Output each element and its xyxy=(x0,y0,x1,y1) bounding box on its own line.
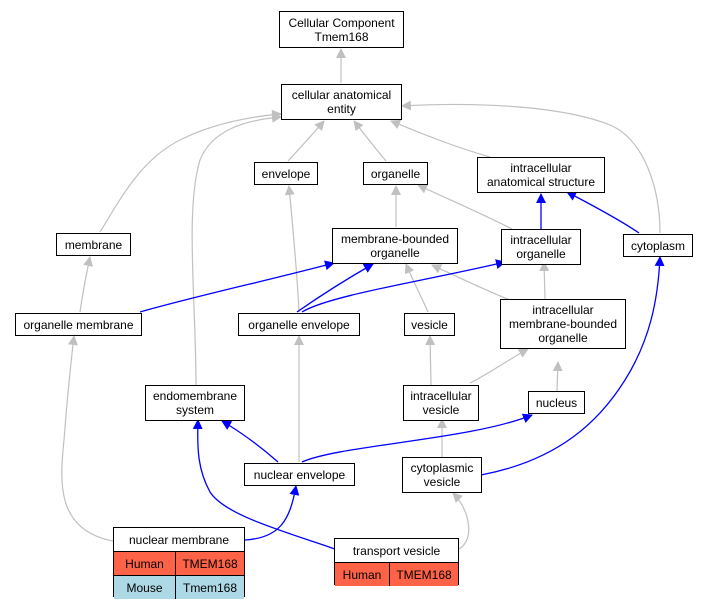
node-label-line: nuclear envelope xyxy=(253,467,346,482)
edge-envelope-to-cae xyxy=(287,120,325,162)
node-membrane-bounded-organelle[interactable]: membrane-bounded organelle xyxy=(332,228,458,264)
node-intracellular-membrane-bounded-organelle[interactable]: intracellular membrane-bounded organelle xyxy=(500,299,626,349)
node-intracellular-vesicle[interactable]: intracellular vesicle xyxy=(403,385,479,421)
node-label-line: system xyxy=(175,403,214,417)
table-row-human: Human TMEM168 xyxy=(335,563,458,586)
node-label-line: nucleus xyxy=(535,395,578,410)
node-cellular-anatomical-entity[interactable]: cellular anatomical entity xyxy=(281,84,402,120)
node-label-line: cytoplasmic xyxy=(410,461,474,475)
edge-io-to-organelle xyxy=(417,184,513,230)
edge-imbo-to-mbo xyxy=(431,264,511,301)
node-nuclear-envelope[interactable]: nuclear envelope xyxy=(244,463,355,486)
node-label-line: organelle xyxy=(538,331,588,345)
species-cell: Human xyxy=(125,556,164,571)
node-label-line: organelle xyxy=(370,166,421,181)
node-label-line: vesicle xyxy=(422,403,460,417)
node-cytoplasm[interactable]: cytoplasm xyxy=(623,234,693,257)
species-cell: Mouse xyxy=(126,580,163,595)
edge-ne-to-endo xyxy=(221,420,279,463)
node-vesicle[interactable]: vesicle xyxy=(404,313,455,336)
edge-iv-to-imbo xyxy=(469,348,529,384)
node-label-line: vesicle xyxy=(423,475,461,489)
node-label-line: anatomical structure xyxy=(486,175,596,189)
node-nucleus[interactable]: nucleus xyxy=(528,391,585,414)
node-label-line: intracellular xyxy=(510,161,572,175)
gene-cell: TMEM168 xyxy=(175,552,244,575)
node-organelle[interactable]: organelle xyxy=(363,162,428,185)
gene-cell: Tmem168 xyxy=(175,576,244,599)
edge-nucleus-to-imbo xyxy=(552,361,563,392)
node-label-line: vesicle xyxy=(411,317,448,332)
node-label-line: endomembrane xyxy=(152,389,238,403)
node-label-line: cellular anatomical xyxy=(291,88,392,102)
node-label-line: cytoplasm xyxy=(630,238,686,253)
node-label-line: intracellular xyxy=(510,233,572,247)
node-label-line: organelle envelope xyxy=(248,317,350,332)
node-label-line: membrane xyxy=(64,237,123,252)
node-cytoplasmic-vesicle[interactable]: cytoplasmic vesicle xyxy=(402,457,482,493)
edge-oe-to-io xyxy=(301,259,506,313)
edge-ias-to-cae xyxy=(390,119,491,158)
node-label-line: Tmem168 xyxy=(314,29,369,44)
node-label-line: organelle xyxy=(516,247,566,261)
node-membrane[interactable]: membrane xyxy=(56,233,131,256)
edge-cytoplasm-to-cae xyxy=(401,100,661,234)
table-transport-vesicle[interactable]: transport vesicle Human TMEM168 xyxy=(334,538,459,586)
table-title: transport vesicle xyxy=(335,539,458,563)
node-label-line: Cellular Component xyxy=(288,15,395,30)
table-row-mouse: Mouse Tmem168 xyxy=(114,576,244,599)
edge-endo-to-cae xyxy=(191,112,282,386)
edge-tv-to-cv xyxy=(452,492,470,550)
node-label-line: entity xyxy=(327,102,356,116)
node-intracellular-organelle[interactable]: intracellular organelle xyxy=(501,229,581,265)
node-envelope[interactable]: envelope xyxy=(254,162,318,185)
node-label-line: membrane-bounded xyxy=(340,232,450,246)
node-cellular-component-tmem168[interactable]: Cellular Component Tmem168 xyxy=(279,11,404,48)
edge-cytoplasm-to-ias xyxy=(566,191,640,234)
node-label-line: organelle xyxy=(370,246,420,260)
edge-imbo-to-io xyxy=(539,261,550,300)
edge-cv-to-cytoplasm xyxy=(480,256,665,476)
edge-iv-to-vesicle xyxy=(425,335,436,386)
edge-oe-to-envelope xyxy=(284,185,300,313)
node-label-line: envelope xyxy=(261,166,311,181)
edge-om-to-membrane xyxy=(79,256,93,313)
node-label-line: organelle membrane xyxy=(23,317,134,332)
edge-ne-to-nucleus xyxy=(301,413,533,463)
node-intracellular-anatomical-structure[interactable]: intracellular anatomical structure xyxy=(477,157,605,193)
edge-nm-to-ne xyxy=(244,485,300,541)
node-organelle-membrane[interactable]: organelle membrane xyxy=(15,313,142,336)
node-label-line: membrane-bounded xyxy=(508,317,618,331)
edge-tv-to-endo xyxy=(192,419,336,550)
edge-om-to-mbo xyxy=(139,260,335,313)
node-label-line: intracellular xyxy=(532,303,594,317)
table-title: nuclear membrane xyxy=(114,528,244,552)
edge-vesicle-to-mbo xyxy=(404,263,429,313)
table-nuclear-membrane[interactable]: nuclear membrane Human TMEM168 Mouse Tme… xyxy=(113,527,245,599)
node-label-line: intracellular xyxy=(410,389,472,403)
species-cell: Human xyxy=(342,567,382,582)
node-endomembrane-system[interactable]: endomembrane system xyxy=(145,385,245,421)
edge-nm-to-om xyxy=(61,335,114,542)
edge-organelle-to-cae xyxy=(353,120,387,162)
gene-cell: TMEM168 xyxy=(389,563,458,586)
edge-oe-to-mbo xyxy=(296,263,374,313)
node-organelle-envelope[interactable]: organelle envelope xyxy=(238,313,360,336)
table-row-human: Human TMEM168 xyxy=(114,552,244,576)
edge-membrane-to-cae xyxy=(99,109,282,233)
